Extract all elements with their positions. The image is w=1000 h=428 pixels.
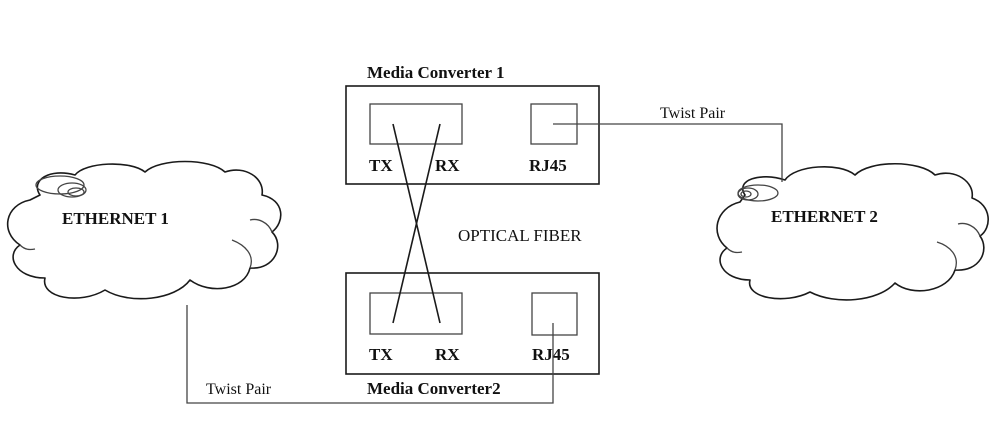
rj45-port: [531, 292, 578, 336]
cloud-inner-arc-3: [19, 244, 36, 251]
media-converter-1-box: [345, 85, 600, 185]
rj45-label: RJ45: [529, 156, 567, 175]
cloud-shape: [716, 162, 989, 301]
rx-label: RX: [435, 345, 460, 364]
ethernet-2-label: ETHERNET 2: [771, 207, 878, 226]
twist-pair-link-bottom: Twist Pair: [186, 305, 554, 404]
swirl-icon-core: [67, 187, 85, 197]
tx-rx-port: [369, 292, 463, 335]
cloud-inner-arc-1: [936, 241, 957, 271]
rx-label: RX: [435, 156, 460, 175]
ethernet-1-cloud: ETHERNET 1: [6, 160, 282, 300]
optical-fiber-label: OPTICAL FIBER: [458, 226, 582, 245]
tx-label: TX: [369, 345, 393, 364]
twist-pair-cable: [186, 305, 554, 404]
ethernet-1-label: ETHERNET 1: [62, 209, 169, 228]
swirl-icon-inner: [737, 187, 759, 201]
cloud-inner-arc-2: [249, 218, 273, 233]
swirl-icon-core: [740, 190, 752, 198]
media-converter-2-box: [345, 272, 600, 375]
media-converter-2: TX RX RJ45 Media Converter2: [345, 272, 600, 398]
media-converter-1: Media Converter 1 TX RX RJ45: [345, 63, 600, 185]
optical-fiber-link: OPTICAL FIBER: [392, 123, 582, 324]
media-converter-2-title: Media Converter2: [367, 379, 501, 398]
cloud-shape: [6, 160, 282, 300]
twist-pair-link-top: Twist Pair: [553, 105, 783, 182]
cloud-inner-arc-1: [231, 239, 252, 269]
fiber-rx1-to-tx2: [392, 123, 441, 324]
cloud-inner-arc-3: [726, 247, 743, 254]
twist-pair-cable: [553, 123, 783, 182]
media-converter-1-title: Media Converter 1: [367, 63, 505, 82]
rj45-label: RJ45: [532, 345, 570, 364]
tx-rx-port: [369, 103, 463, 145]
cloud-inner-arc-2: [957, 222, 981, 237]
twist-pair-bottom-label: Twist Pair: [206, 381, 272, 398]
ethernet-2-cloud: ETHERNET 2: [716, 162, 989, 301]
twist-pair-top-label: Twist Pair: [660, 105, 726, 122]
tx-label: TX: [369, 156, 393, 175]
swirl-icon-inner: [57, 182, 87, 198]
